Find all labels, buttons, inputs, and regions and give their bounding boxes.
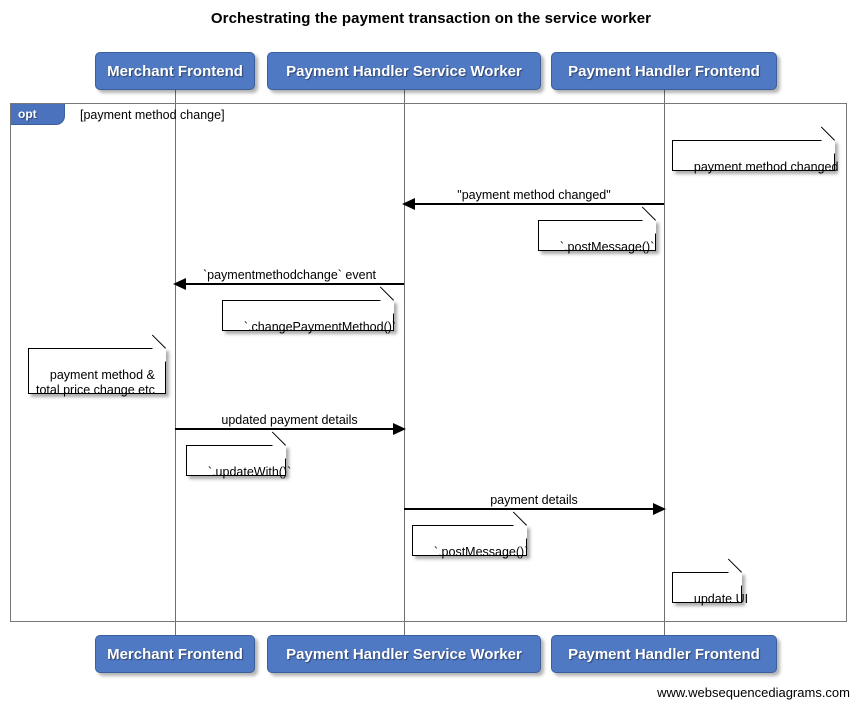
lifeline-payment-handler-service-worker: [404, 90, 405, 635]
note-change-payment-method: `.changePaymentMethod()`: [222, 286, 397, 334]
message-line-updated-payment-details: [175, 428, 404, 430]
note-fold-icon: [513, 525, 527, 539]
note-payment-method-total-price: payment method & total price change etc: [28, 334, 166, 397]
note-fold-icon: [152, 348, 166, 362]
message-label-paymentmethodchange-event: `paymentmethodchange` event: [202, 268, 377, 282]
note-text: `.updateWith()`: [207, 465, 292, 479]
message-arrowhead-payment-details: [653, 503, 666, 515]
message-label-payment-method-changed: "payment method changed": [457, 188, 611, 202]
opt-fragment-guard: [payment method change]: [80, 108, 225, 122]
lifeline-payment-handler-frontend: [664, 90, 665, 635]
note-text: payment method & total price change etc: [36, 368, 155, 397]
message-arrowhead-payment-method-changed: [402, 198, 415, 210]
note-fold-icon: [642, 220, 656, 234]
actor-bottom-merchant-frontend[interactable]: Merchant Frontend: [95, 635, 255, 673]
message-label-updated-payment-details: updated payment details: [221, 413, 358, 427]
lifeline-merchant-frontend: [175, 90, 176, 635]
message-line-paymentmethodchange-event: [175, 283, 404, 285]
message-arrowhead-paymentmethodchange-event: [173, 278, 186, 290]
footer-attribution: www.websequencediagrams.com: [657, 685, 850, 700]
note-fold-icon: [821, 140, 835, 154]
note-fold-icon: [728, 572, 742, 586]
note-post-message-2: `.postMessage()`: [412, 511, 529, 559]
note-text: `.postMessage()`: [559, 240, 655, 254]
note-post-message-1: `.postMessage()`: [538, 206, 656, 254]
actor-bottom-payment-handler-service-worker[interactable]: Payment Handler Service Worker: [267, 635, 541, 673]
note-payment-method-changed: payment method changed: [672, 126, 838, 174]
actor-top-payment-handler-frontend[interactable]: Payment Handler Frontend: [551, 52, 777, 90]
opt-fragment-frame: [10, 103, 847, 622]
actor-bottom-payment-handler-frontend[interactable]: Payment Handler Frontend: [551, 635, 777, 673]
note-text: payment method changed: [693, 160, 839, 174]
message-label-payment-details: payment details: [490, 493, 578, 507]
note-fold-icon: [272, 445, 286, 459]
message-arrowhead-updated-payment-details: [393, 423, 406, 435]
message-line-payment-details: [404, 508, 664, 510]
note-fold-icon: [380, 300, 394, 314]
note-update-ui: update UI: [672, 558, 748, 606]
diagram-title: Orchestrating the payment transaction on…: [210, 10, 652, 27]
note-text: `.changePaymentMethod()`: [243, 320, 397, 334]
actor-top-merchant-frontend[interactable]: Merchant Frontend: [95, 52, 255, 90]
note-text: update UI: [693, 592, 749, 606]
opt-fragment-tab: opt: [11, 104, 65, 125]
message-line-payment-method-changed: [404, 203, 664, 205]
note-update-with: `.updateWith()`: [186, 431, 291, 479]
note-text: `.postMessage()`: [433, 545, 529, 559]
actor-top-payment-handler-service-worker[interactable]: Payment Handler Service Worker: [267, 52, 541, 90]
